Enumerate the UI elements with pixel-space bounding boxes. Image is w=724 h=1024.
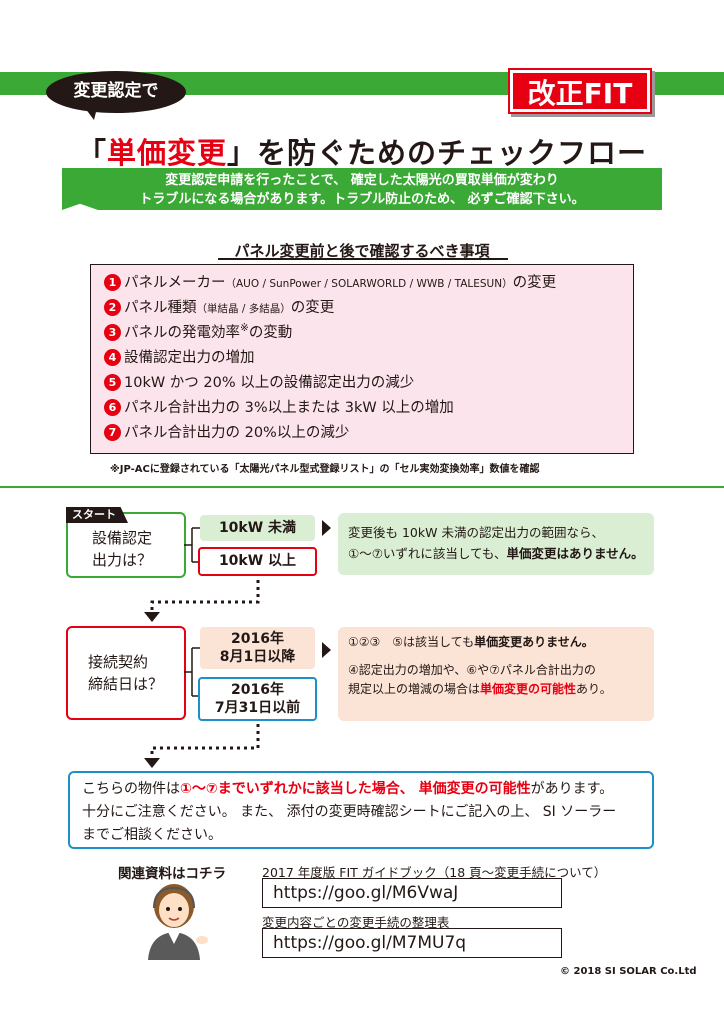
page-title: 「単価変更」を防ぐためのチェックフロー — [76, 136, 648, 170]
option-after-aug-2016: 2016年 8月1日以降 — [200, 627, 315, 669]
section-divider — [0, 486, 724, 488]
guide-url-link[interactable]: https://goo.gl/M6VwaJ — [262, 878, 562, 908]
final-notice: こちらの物件は①～⑦までいずれかに該当した場合、 単価変更の可能性があります。 … — [68, 771, 654, 849]
start-tag: スタート — [66, 507, 128, 523]
arrow-right-icon — [322, 520, 331, 536]
title-emphasis: 単価変更 — [106, 136, 227, 170]
branch-connector-1 — [184, 527, 202, 563]
guide-title: 2017 年度版 FIT ガイドブック（18 頁～変更手続について） — [262, 865, 607, 880]
question-contract-date: 接続契約 締結日は？ — [66, 626, 186, 720]
revised-fit-badge: 改正FIT — [510, 70, 650, 112]
branch-connector-2 — [184, 647, 202, 697]
option-before-jul-2016: 2016年 7月31日以前 — [198, 677, 317, 721]
intro-line-2: トラブルになる場合があります。トラブル防止のため、 必ずご確認下さい。 — [139, 192, 585, 207]
table-url-link[interactable]: https://goo.gl/M7MU7q — [262, 928, 562, 958]
question-capacity: 設備認定 出力は？ — [66, 512, 186, 578]
arrow-right-icon — [322, 642, 331, 658]
option-over-10kw: 10kW 以上 — [198, 547, 317, 576]
checklist-heading: パネル変更前と後で確認するべき事項 — [234, 242, 490, 260]
copyright: © 2018 SI SOLAR Co.Ltd — [560, 966, 697, 977]
dotted-connector-2 — [144, 724, 260, 768]
option-under-10kw: 10kW 未満 — [200, 515, 315, 541]
speech-bubble: 変更認定で — [46, 71, 186, 113]
checklist-box — [90, 264, 634, 454]
intro-banner: 変更認定申請を行ったことで、 確定した太陽光の買取単価が変わり トラブルになる場… — [62, 168, 662, 210]
heading-underline — [218, 258, 508, 260]
related-heading: 関連資料はコチラ — [118, 866, 226, 882]
intro-line-1: 変更認定申請を行ったことで、 確定した太陽光の買取単価が変わり — [165, 173, 559, 188]
result-after-aug-2016: ①②③ ⑤は該当しても単価変更ありません。 ④認定出力の増加や、⑥や⑦パネル合計… — [338, 627, 654, 721]
dotted-connector-1 — [144, 580, 260, 622]
table-title: 変更内容ごとの変更手続の整理表 — [262, 915, 450, 930]
operator-avatar-icon — [148, 884, 208, 960]
footnote: ※JP-ACに登録されている「太陽光パネル型式登録リスト」の「セル実効変換効率」… — [110, 464, 540, 475]
result-under-10kw: 変更後も 10kW 未満の認定出力の範囲なら、 ①～⑦いずれに該当しても、単価変… — [338, 513, 654, 575]
